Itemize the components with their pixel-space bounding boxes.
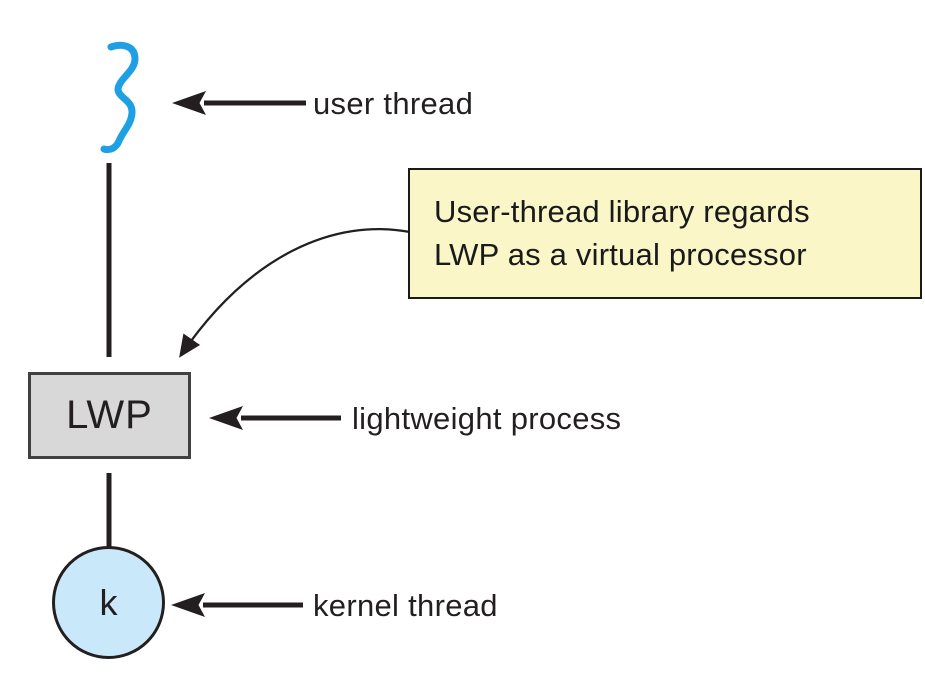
user-thread-label: user thread <box>313 86 474 121</box>
callout-text-line2: LWP as a virtual processor <box>434 237 807 272</box>
lwp-node-box: LWP <box>28 372 191 459</box>
callout-curved-arrow <box>179 228 411 358</box>
kernel-thread-node-label: k <box>99 581 118 623</box>
user-thread-arrowhead <box>172 91 206 115</box>
kernel-thread-node-circle: k <box>52 546 165 659</box>
lwp-node-label: LWP <box>66 393 153 437</box>
callout-box: User-thread library regards LWP as a vir… <box>408 168 922 299</box>
kernel-thread-arrowhead <box>171 593 205 617</box>
user-thread-squiggle-icon <box>100 41 139 154</box>
lightweight-process-label: lightweight process <box>352 401 622 436</box>
callout-text-line1: User-thread library regards <box>434 194 810 229</box>
lightweight-process-arrowhead <box>209 406 243 430</box>
kernel-thread-label: kernel thread <box>313 588 498 623</box>
